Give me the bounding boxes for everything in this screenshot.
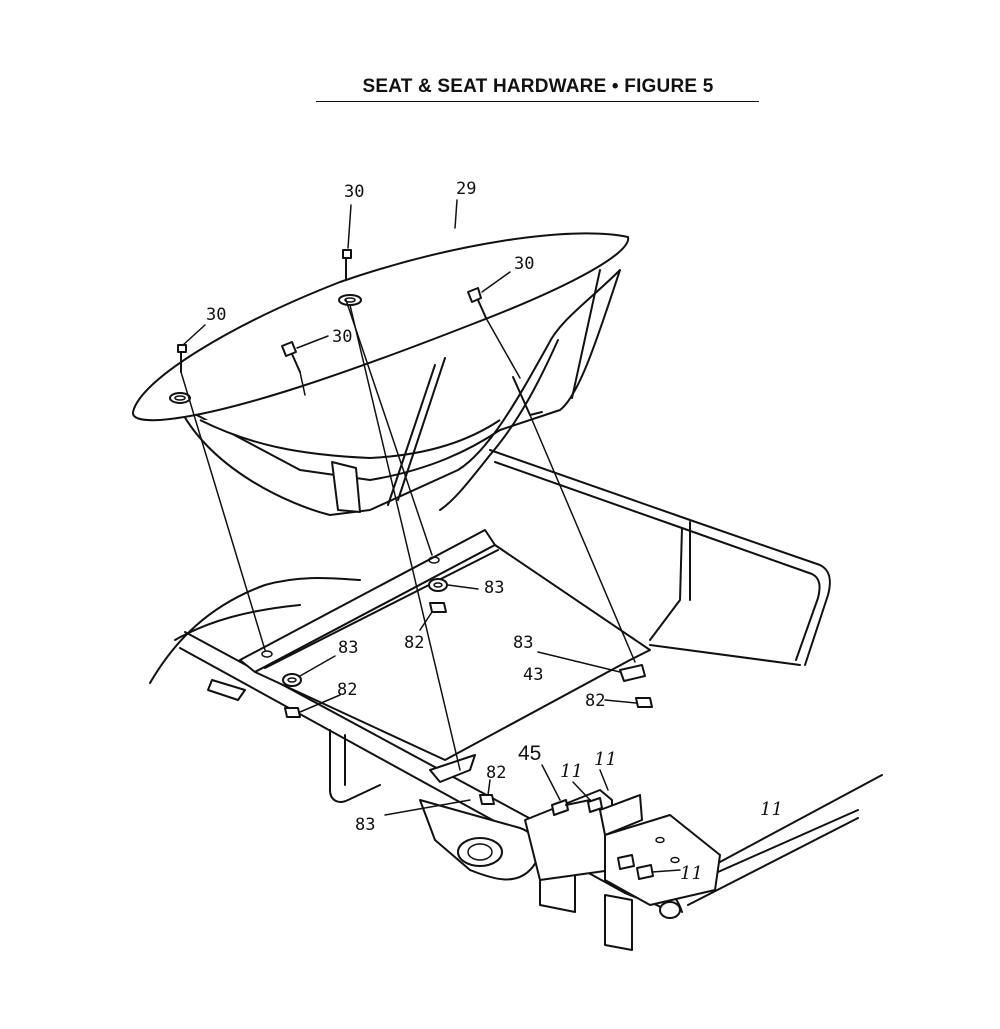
callout-82: 82 (337, 680, 357, 700)
callout-29: 29 (456, 179, 476, 199)
callout-45: 45 (518, 742, 541, 765)
washers-and-nuts (282, 578, 653, 805)
callout-30: 30 (206, 305, 226, 325)
seat-pan (131, 232, 630, 516)
callout-83: 83 (355, 815, 375, 835)
callout-82: 82 (585, 691, 605, 711)
callout-11: 11 (680, 863, 703, 884)
hitch-bracket-hardware (524, 789, 721, 906)
callout-83: 83 (338, 638, 358, 658)
title-underline (316, 101, 759, 102)
callout-82: 82 (404, 633, 424, 653)
callout-83: 83 (484, 578, 504, 598)
leader-lines (182, 199, 681, 873)
figure-title: SEAT & SEAT HARDWARE • FIGURE 5 (362, 76, 714, 97)
seat-hole (169, 392, 191, 404)
callout-30: 30 (332, 327, 352, 347)
callout-11: 11 (760, 799, 783, 820)
callout-30: 30 (514, 254, 534, 274)
seat-hole (338, 294, 362, 306)
callout-30: 30 (344, 182, 364, 202)
callout-82: 82 (486, 763, 506, 783)
callout-43: 43 (523, 665, 543, 685)
callout-11: 11 (560, 761, 583, 782)
callout-83: 83 (513, 633, 533, 653)
assembly-lines (180, 299, 636, 771)
callouts: 30 29 30 30 30 83 82 83 82 83 43 82 45 1… (206, 179, 783, 884)
callout-11: 11 (594, 749, 617, 770)
seat-mount-plate (207, 529, 651, 783)
